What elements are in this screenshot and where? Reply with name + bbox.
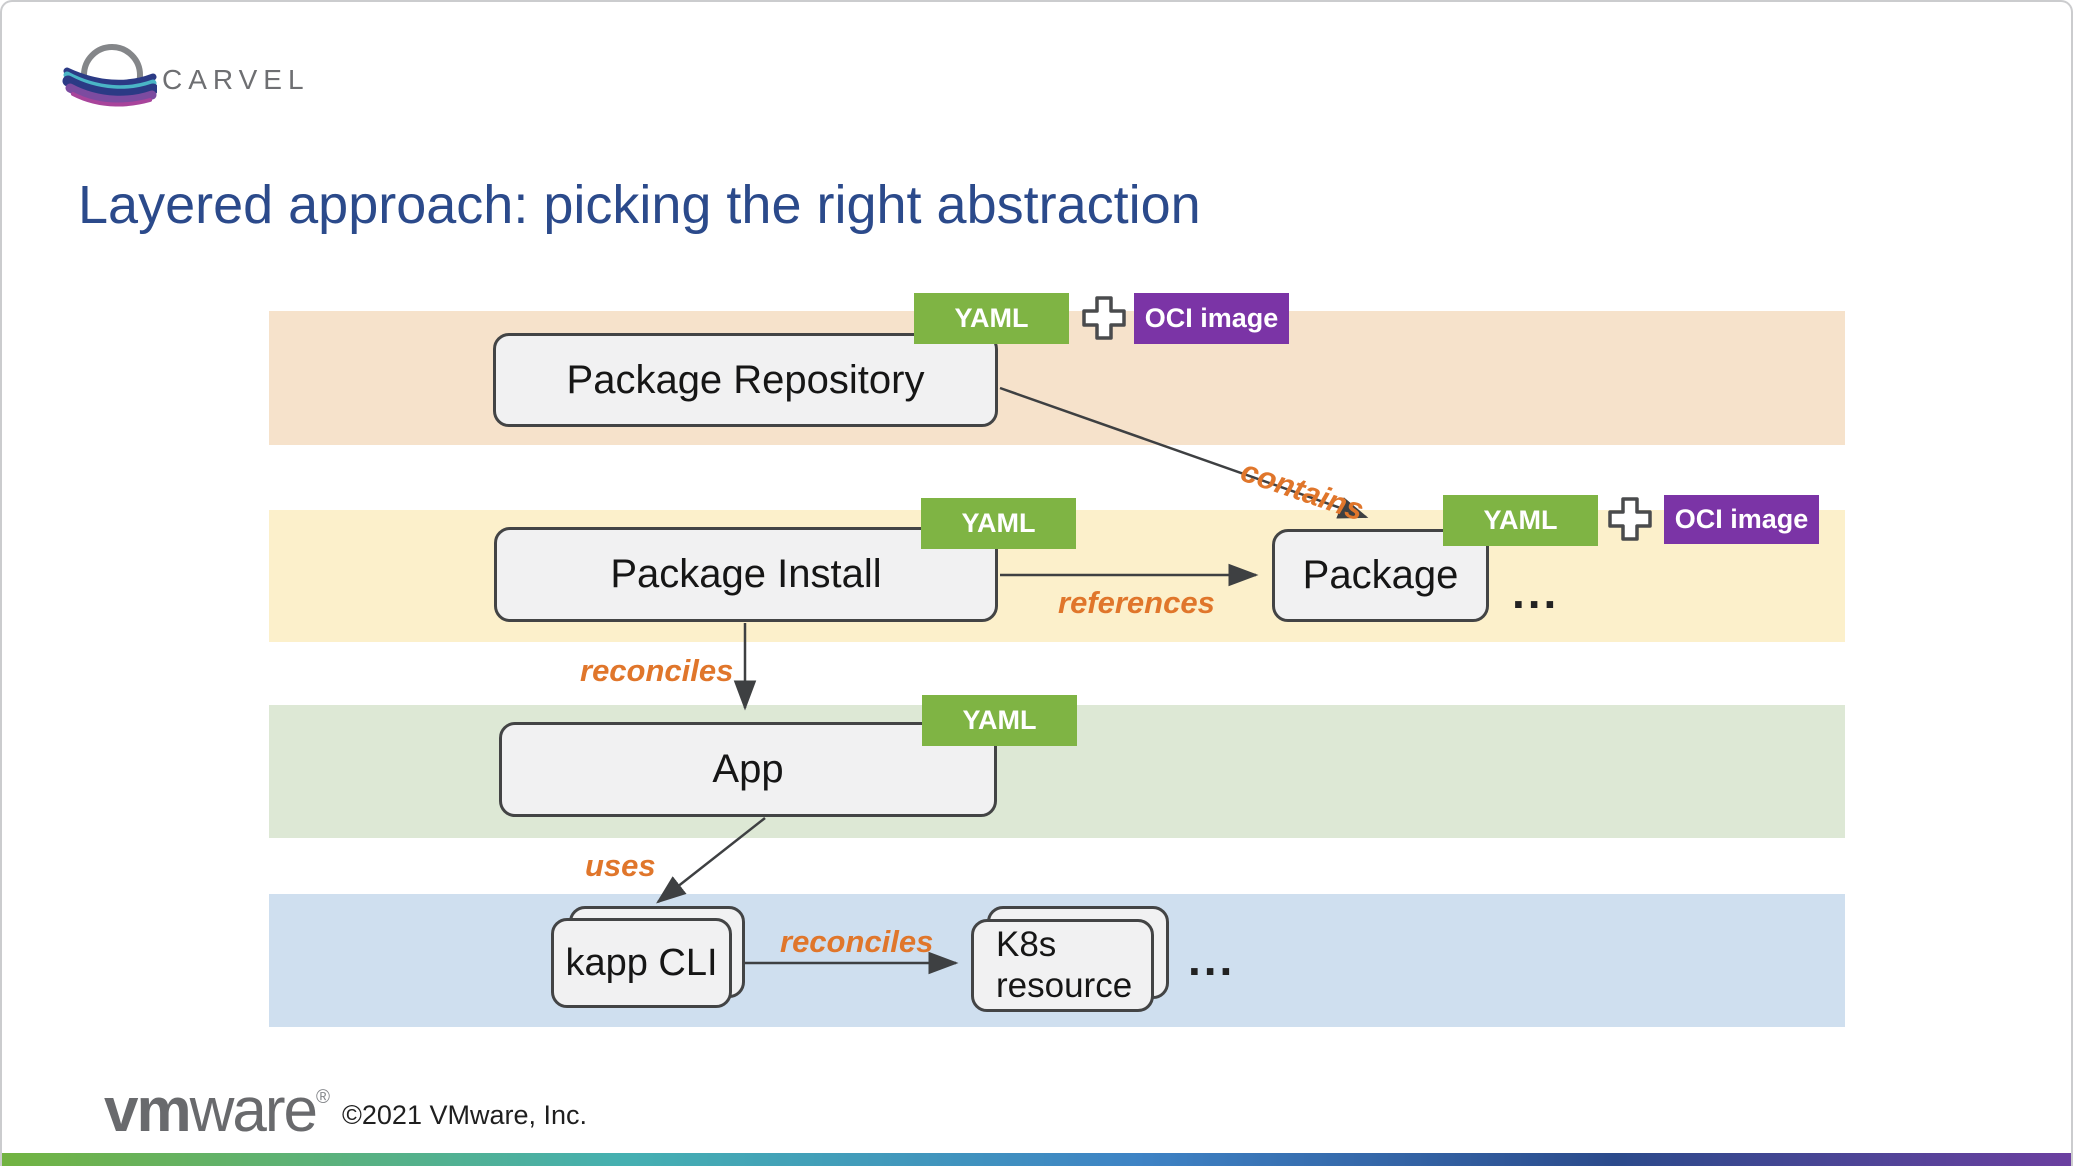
node-package-repository: Package Repository [493,333,998,427]
vmware-logo-ware: ware [189,1076,318,1145]
yaml-badge-package: YAML [1443,495,1598,546]
node-package-repository-label: Package Repository [566,357,925,402]
node-k8s-resource: K8s resource [971,919,1154,1012]
node-app-label: App [712,747,784,791]
vmware-logo: vmware® [104,1080,330,1142]
edge-label-reconciles-app: reconciles [580,653,734,688]
plus-icon [1082,296,1126,340]
oci-image-badge-package-repository: OCI image [1134,293,1289,344]
oci-image-badge-package: OCI image [1664,495,1819,544]
node-package-install: Package Install [494,527,998,622]
yaml-badge-package-repository: YAML [914,293,1069,344]
registered-trademark-symbol: ® [316,1087,330,1108]
edge-label-reconciles-k8s: reconciles [780,924,934,959]
copyright-text: ©2021 VMware, Inc. [342,1100,588,1130]
node-k8s-resource-label: K8s resource [996,925,1133,1005]
brand-name: CARVEL [162,64,310,95]
node-kapp-cli: kapp CLI [551,918,732,1008]
node-package-label: Package [1302,553,1459,597]
edge-label-references: references [1058,585,1215,620]
node-package: Package [1272,529,1489,622]
footer-gradient-bar [2,1153,2071,1166]
plus-icon [1608,497,1652,541]
yaml-badge-package-install: YAML [921,498,1076,549]
carvel-logo-icon [62,44,157,107]
edge-label-uses: uses [585,848,656,883]
yaml-badge-app: YAML [922,695,1077,746]
node-app: App [499,722,997,817]
more-k8s-resources-ellipsis: ... [1188,933,1236,985]
node-kapp-cli-label: kapp CLI [565,941,718,984]
more-packages-ellipsis: ... [1512,566,1560,618]
page-title: Layered approach: picking the right abst… [78,175,1201,235]
vmware-logo-vm: vm [104,1076,192,1145]
node-package-install-label: Package Install [610,552,882,596]
